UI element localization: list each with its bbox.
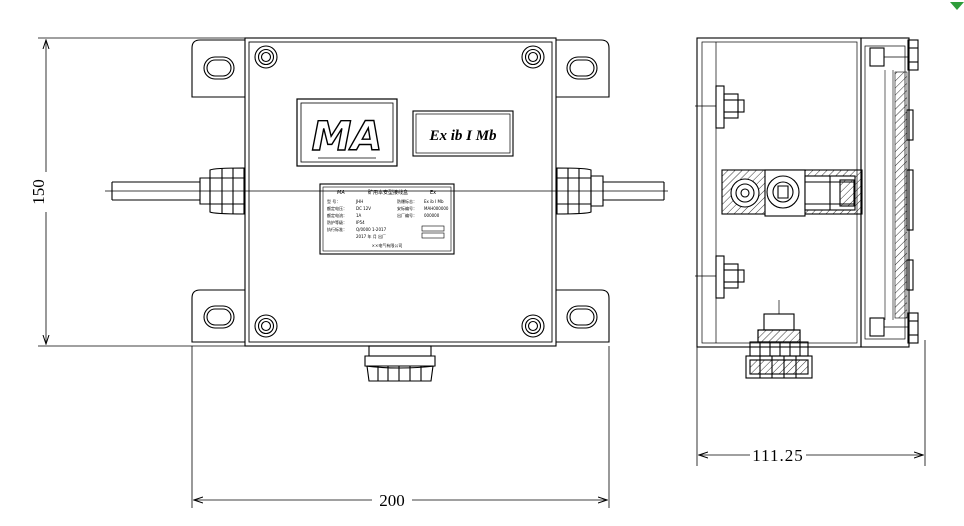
nameplate-header-left: MA: [337, 190, 345, 196]
corner-mark-icon: [950, 2, 964, 10]
nameplate-right-value: Ex ib I Mb: [424, 199, 444, 204]
mounting-ear-bottom-left: [191, 289, 245, 343]
nameplate-left-label: 执行标准：: [327, 226, 347, 232]
nameplate-text: MA 矿用本安型接线盒 Ex 型 号： 额定电压： 额定电流： 防护等级： 执行…: [327, 189, 449, 248]
nameplate-left-value: DC 12V: [356, 206, 371, 211]
lid-screw-top-left: [254, 45, 278, 69]
ma-logo-text: MA: [312, 114, 383, 160]
nameplate-left-label: 额定电压：: [327, 205, 347, 211]
nameplate-header-title: 矿用本安型接线盒: [368, 189, 408, 196]
side-ear-bottom: [695, 255, 745, 299]
ex-marking-text: Ex ib I Mb: [428, 128, 497, 144]
nameplate-left-label: 防护等级：: [327, 219, 347, 225]
nameplate-left-value: IP54: [356, 220, 365, 225]
side-view: [695, 37, 919, 379]
nameplate-right-label: 出厂编号：: [397, 212, 417, 218]
ex-marking-plate: [412, 110, 514, 157]
nameplate-left-value: 1A: [356, 213, 362, 218]
lid-screw-bottom-right: [521, 314, 545, 338]
bottom-connector: [364, 345, 436, 382]
ma-logo-plate: [296, 98, 398, 167]
height-dimension-label: 150: [29, 179, 48, 205]
side-ear-top: [695, 85, 745, 129]
lid-bolt-top: [869, 39, 919, 71]
lid-screw-bottom-left: [254, 314, 278, 338]
width-dimension-label: 200: [379, 491, 405, 510]
nameplate-right-value: MAH000000: [424, 206, 449, 211]
lid-bolt-bottom: [869, 312, 919, 344]
nameplate: [319, 183, 455, 255]
nameplate-header-right: Ex: [430, 190, 436, 196]
side-bottom-connector: [745, 300, 813, 379]
enclosure-lid: [248, 41, 553, 343]
nameplate-left-value: 2017 年 月 出厂: [356, 233, 386, 239]
dimension-lines: [38, 37, 926, 508]
mounting-ear-bottom-right: [556, 289, 610, 343]
front-view: [105, 37, 668, 382]
nameplate-footer: ××电气有限公司: [372, 242, 403, 248]
nameplate-left-value: Q/0000 1-2017: [356, 227, 387, 232]
nameplate-right-value: 000000: [424, 213, 440, 218]
mounting-ear-top-left: [191, 39, 245, 98]
depth-dimension-label: 111.25: [752, 446, 804, 465]
nameplate-right-label: 安标编号：: [397, 205, 417, 211]
nameplate-left-value: JHH: [355, 199, 363, 204]
cable-gland-right: [556, 167, 665, 215]
lid-screw-top-right: [521, 45, 545, 69]
nameplate-left-label: 型 号：: [327, 198, 340, 204]
nameplate-right-label: 防爆标志：: [397, 198, 417, 204]
mounting-ear-top-right: [556, 39, 610, 98]
internal-terminal-block: [721, 169, 863, 217]
cable-gland-left: [111, 167, 245, 215]
nameplate-left-label: 额定电流：: [327, 212, 347, 218]
